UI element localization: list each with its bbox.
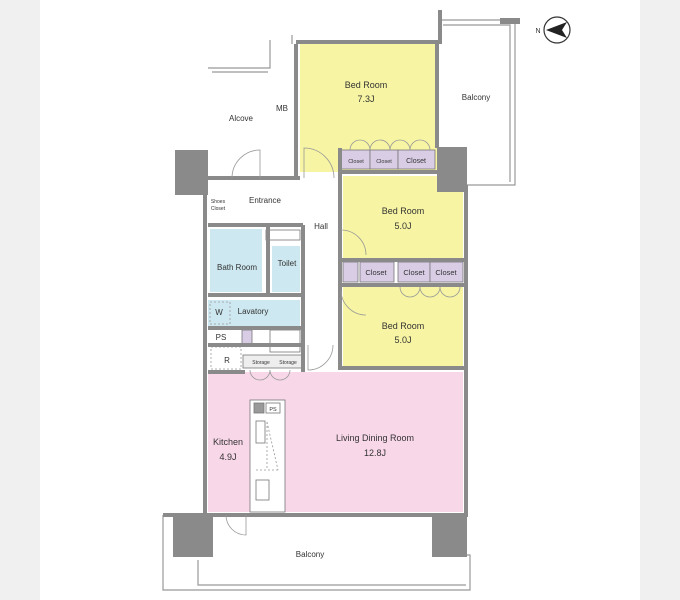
r-label: R	[224, 356, 230, 365]
lavatory	[208, 300, 300, 328]
closet-label: Closet	[406, 158, 426, 165]
closet-label: Closet	[435, 268, 457, 277]
storage-label: Storage	[279, 360, 297, 366]
dashed-fixtures	[209, 301, 280, 471]
storage-label: Storage	[252, 360, 270, 366]
closet-label: Closet	[403, 268, 425, 277]
entrance-label: Entrance	[249, 196, 282, 205]
balcony-bottom-label: Balcony	[296, 550, 324, 559]
bedroom-5-0j-upper-size: 5.0J	[394, 221, 411, 231]
shoes-closet-label: Shoes	[211, 199, 226, 205]
alcove-label: Alcove	[229, 114, 254, 123]
mb-label: MB	[276, 104, 288, 113]
bedroom-5-0j-upper-name: Bed Room	[382, 206, 425, 216]
bedroom-5-0j-lower-size: 5.0J	[394, 335, 411, 345]
ps-label: PS	[269, 407, 277, 413]
closets	[241, 149, 464, 369]
ldr-name: Living Dining Room	[336, 433, 414, 443]
ldr-size: 12.8J	[364, 448, 386, 458]
bath-room	[210, 229, 262, 292]
bedroom-7-3j-size: 7.3J	[357, 94, 374, 104]
walls	[163, 10, 468, 517]
lavatory-label: Lavatory	[238, 307, 269, 316]
closet-label: Closet	[365, 268, 387, 277]
bedroom-5-0j-lower	[343, 287, 463, 368]
doors	[225, 139, 461, 536]
toilet	[272, 246, 300, 292]
closet-label: Closet	[376, 159, 392, 165]
bath-room-label: Bath Room	[217, 263, 257, 272]
bedroom-5-0j-lower-name: Bed Room	[382, 321, 425, 331]
shoes-closet-label: Closet	[211, 206, 226, 212]
balcony-top-label: Balcony	[462, 93, 490, 102]
kitchen-name: Kitchen	[213, 437, 243, 447]
toilet-label: Toilet	[278, 259, 297, 268]
north-arrow-icon	[543, 16, 571, 44]
closet-label: Closet	[348, 159, 364, 165]
kitchen-size: 4.9J	[219, 452, 236, 462]
w-label: W	[215, 308, 223, 317]
ps-label: PS	[216, 333, 227, 342]
compass-label: N	[535, 28, 540, 35]
bedroom-7-3j-name: Bed Room	[345, 80, 388, 90]
hall-label: Hall	[314, 222, 328, 231]
pillars	[173, 18, 520, 557]
